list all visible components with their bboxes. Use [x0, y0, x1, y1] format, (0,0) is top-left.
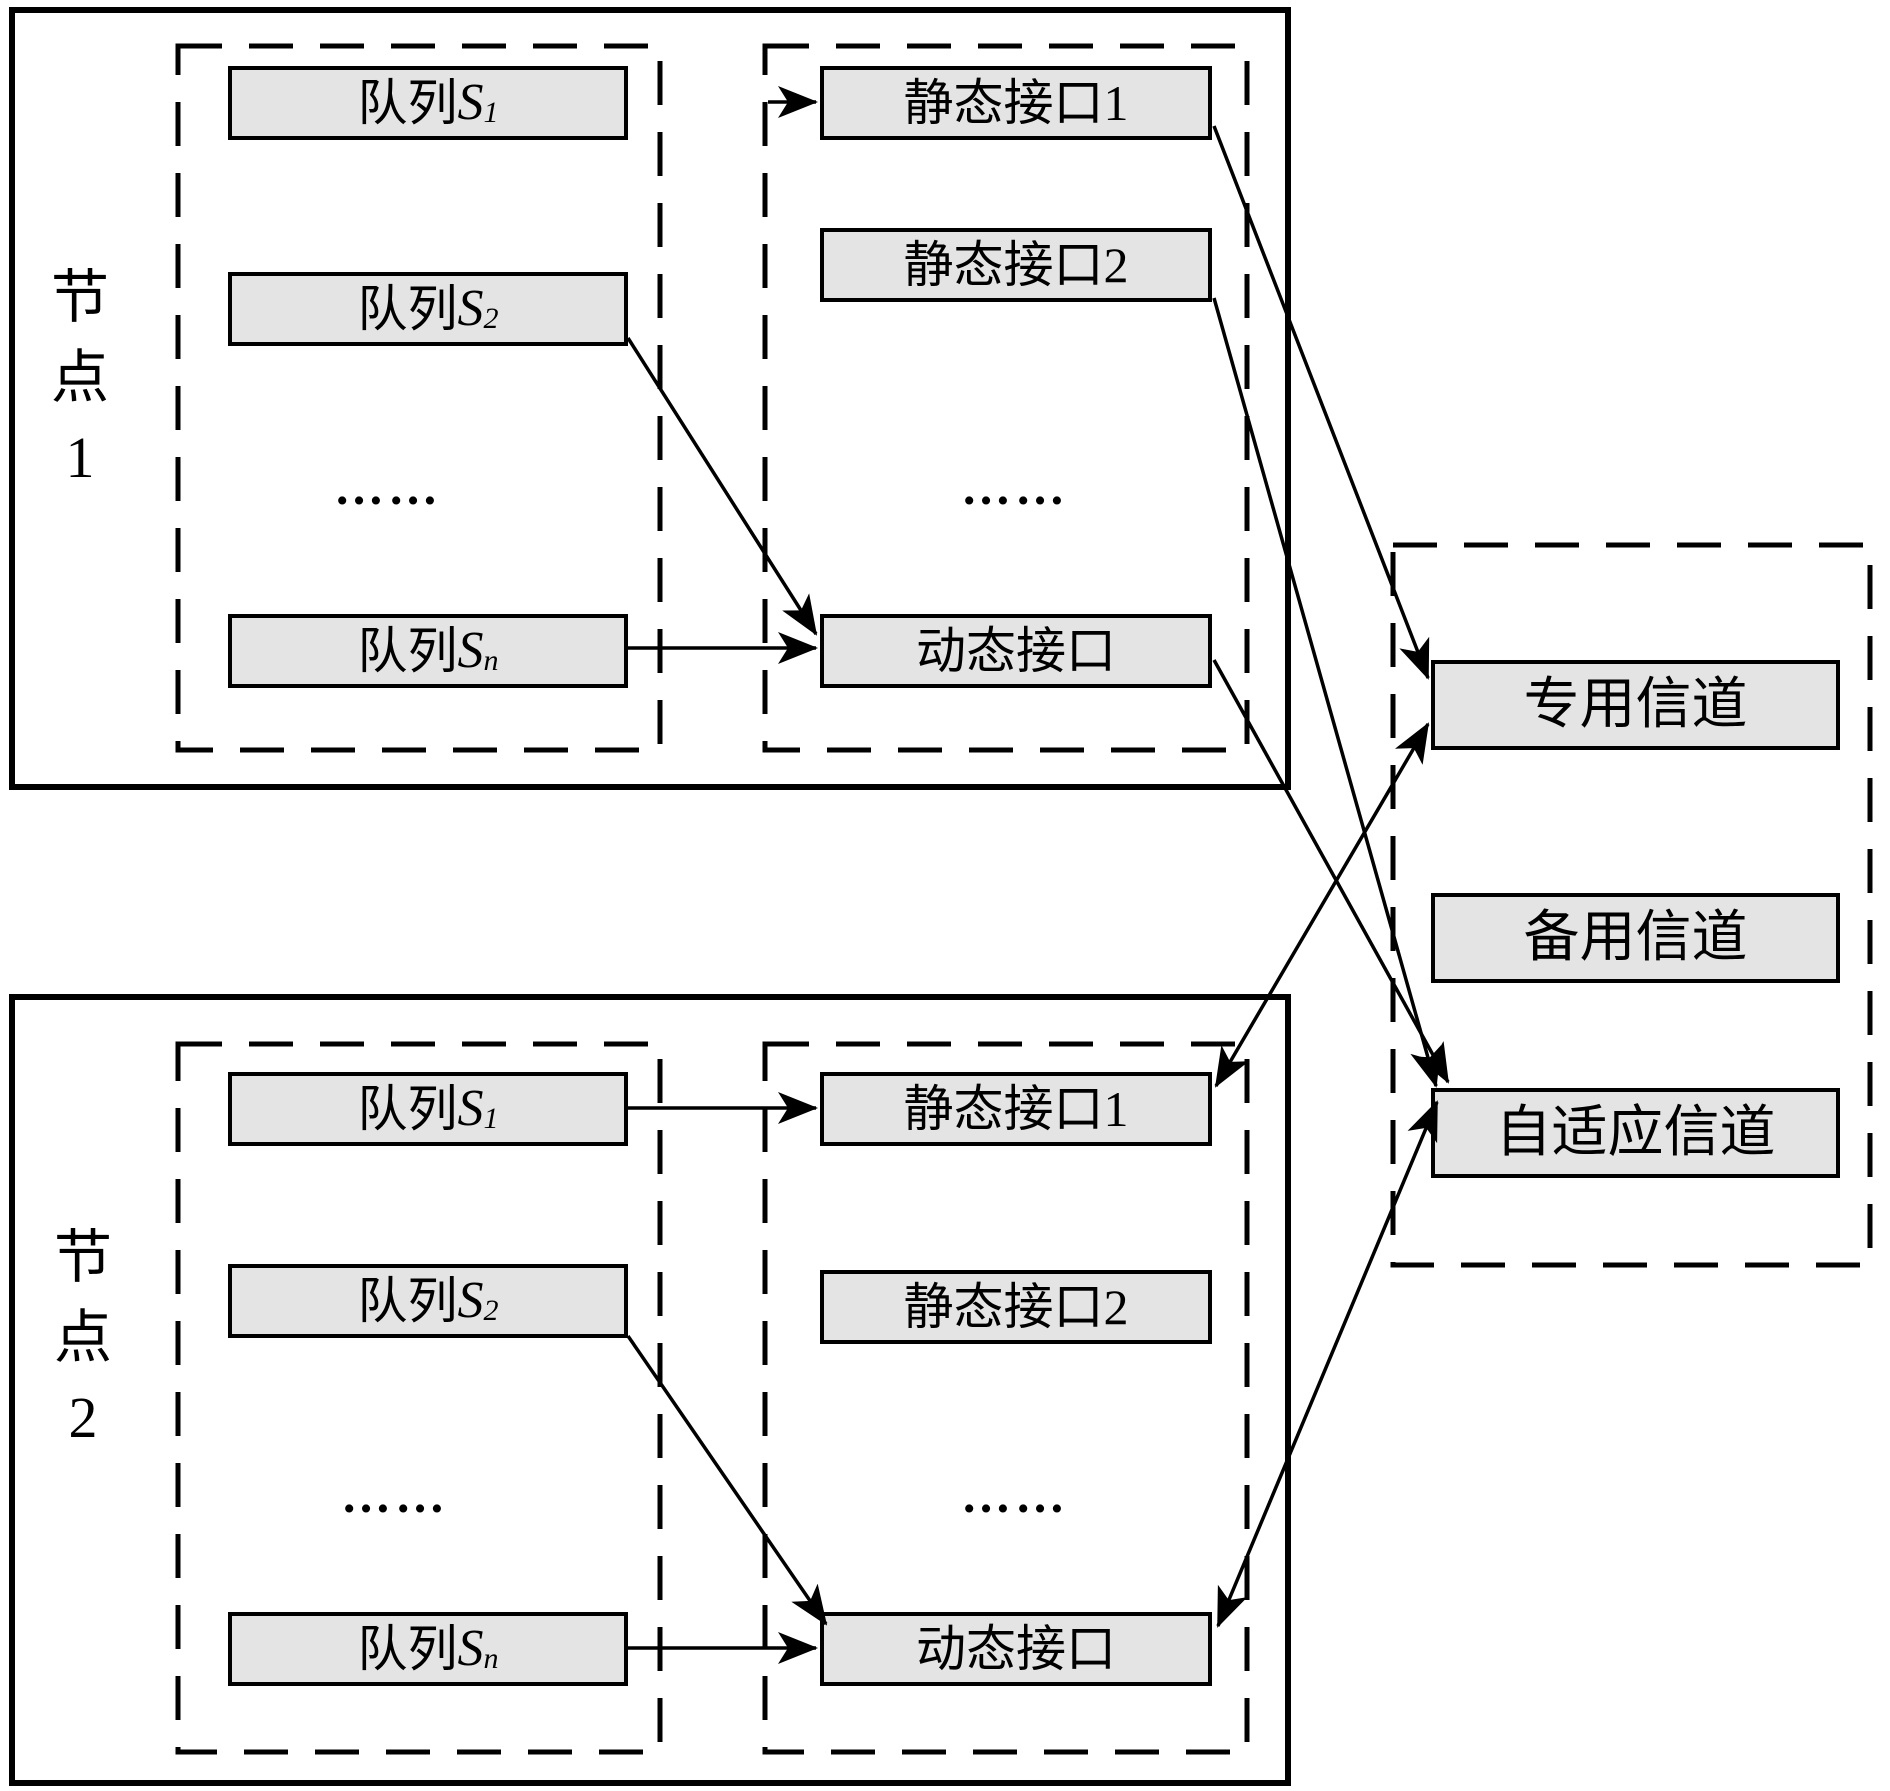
- node1-interfaces-ellipsis: ……: [961, 459, 1069, 515]
- node1-queues-ellipsis: ……: [334, 459, 442, 515]
- static-interface1-box-node1: 静态接口1: [820, 66, 1212, 140]
- node1-label-char2: 点: [50, 345, 109, 410]
- node2-label-char3: 2: [68, 1385, 98, 1450]
- dedicated-channel-label: 专用信道: [1523, 674, 1748, 736]
- queue-sn-node2-prefix: 队列: [357, 1621, 458, 1677]
- arrow-static-interface1-node1-to-dedicated-channel: [1212, 125, 1430, 680]
- static-interface2-box-node1: 静态接口2: [820, 228, 1212, 302]
- node1-label-char1: 节: [50, 265, 109, 330]
- dynamic-interface-node2-label: 动态接口: [916, 1621, 1116, 1677]
- dynamic-interface-node1-label: 动态接口: [916, 623, 1116, 679]
- queue-s1-node2-variable: S: [457, 1080, 484, 1137]
- node1-label-char3: 1: [65, 425, 95, 490]
- adaptive-channel-box: 自适应信道: [1431, 1088, 1840, 1178]
- dedicated-channel-box: 专用信道: [1431, 660, 1840, 750]
- queue-s2-node1-prefix: 队列: [357, 281, 458, 337]
- queue-s2-node1-variable: S: [457, 280, 484, 337]
- arrow-queue-s2-to-dynamic-interface-node2: [626, 1335, 828, 1626]
- arrow-adaptive-channel-to-dynamic-interface-node2: [1216, 1100, 1439, 1628]
- dynamic-interface-box-node2: 动态接口: [820, 1612, 1212, 1686]
- static-interface1-node1-label: 静态接口1: [903, 75, 1129, 131]
- queue-s1-node1-prefix: 队列: [357, 75, 458, 131]
- queue-s2-node2-prefix: 队列: [357, 1273, 458, 1329]
- node2-interfaces-ellipsis: ……: [961, 1467, 1069, 1523]
- queue-sn-node1-prefix: 队列: [357, 623, 458, 679]
- queue-s2-node2-variable: S: [457, 1272, 484, 1329]
- arrow-dedicated-channel-to-static-interface1-node2: [1214, 722, 1430, 1088]
- queue-sn-node2-variable: S: [457, 1620, 484, 1677]
- queue-sn-node1-variable: S: [457, 622, 484, 679]
- queue-s1-node1-variable: S: [457, 74, 484, 131]
- node2-queues-ellipsis: ……: [341, 1467, 449, 1523]
- node2-label-char1: 节: [53, 1225, 112, 1290]
- static-interface1-box-node2: 静态接口1: [820, 1072, 1212, 1146]
- arrow-queue-s2-to-dynamic-interface-node1: [626, 337, 818, 636]
- adaptive-channel-label: 自适应信道: [1495, 1102, 1776, 1164]
- node1-label: 节 点 1: [45, 258, 115, 498]
- backup-channel-label: 备用信道: [1523, 907, 1748, 969]
- static-interface1-node2-label: 静态接口1: [903, 1081, 1129, 1137]
- static-interface2-box-node2: 静态接口2: [820, 1270, 1212, 1344]
- static-interface2-node1-label: 静态接口2: [903, 237, 1129, 293]
- backup-channel-box: 备用信道: [1431, 893, 1840, 983]
- arrow-static-interface2-node1-to-adaptive-channel: [1212, 297, 1442, 1088]
- static-interface2-node2-label: 静态接口2: [903, 1279, 1129, 1335]
- arrow-dynamic-interface-node1-to-adaptive-channel: [1212, 659, 1450, 1084]
- queue-s1-node2-prefix: 队列: [357, 1081, 458, 1137]
- node2-label: 节 点 2: [48, 1218, 118, 1458]
- node2-label-char2: 点: [53, 1305, 112, 1370]
- dynamic-interface-box-node1: 动态接口: [820, 614, 1212, 688]
